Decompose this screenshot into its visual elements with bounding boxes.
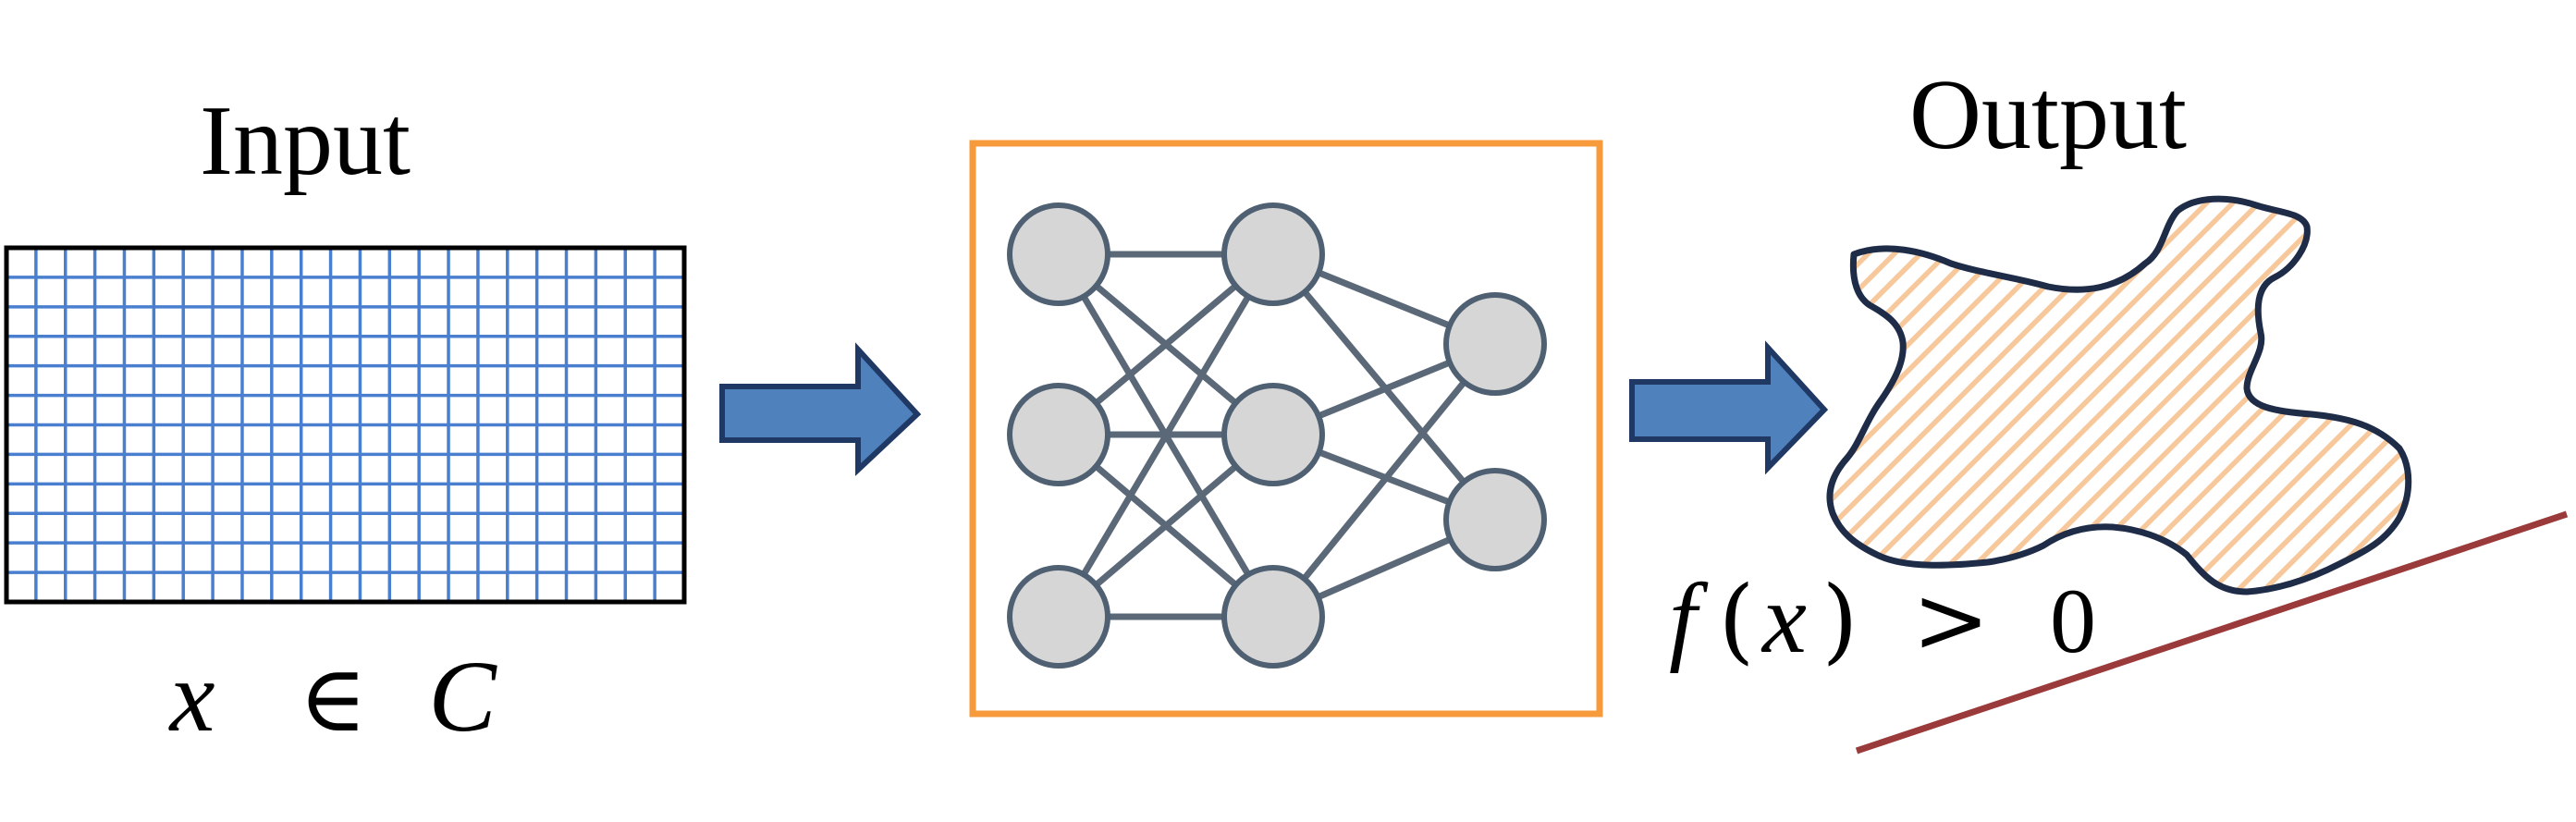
input-to-network-arrow: [719, 342, 922, 476]
network-to-output-arrow: [1629, 340, 1829, 475]
output-math-label: f ( x ) > 0: [1669, 564, 2096, 674]
input-grid-border: [4, 245, 687, 605]
set-c-label: C: [428, 640, 497, 753]
function-variable-x: x: [1760, 564, 1807, 674]
network-edge: [1055, 252, 1277, 619]
network-edge: [1270, 341, 1498, 620]
input-math-label: x ∈ C: [168, 640, 498, 753]
element-of-symbol: ∈: [299, 644, 367, 753]
network-node-layer2-1: [1221, 202, 1325, 306]
decision-boundary-line: [1855, 510, 2569, 755]
output-title: Output: [1909, 60, 2187, 170]
input-variable-x: x: [168, 640, 215, 753]
close-paren: ): [1822, 566, 1858, 674]
greater-than-symbol: >: [1912, 566, 1990, 674]
input-grid: [6, 248, 684, 602]
function-f-label: f: [1669, 564, 1709, 674]
network-node-layer2-3: [1221, 565, 1325, 669]
network-node-layer1-2: [1007, 383, 1110, 486]
input-title: Input: [200, 86, 411, 196]
network-node-layer3-2: [1443, 468, 1547, 571]
network-node-layer3-1: [1443, 292, 1547, 396]
open-paren: (: [1718, 566, 1754, 674]
output-region-blob: [1826, 195, 2412, 595]
network-node-layer1-1: [1007, 202, 1110, 306]
zero-value: 0: [2050, 570, 2096, 672]
network-node-layer2-2: [1221, 383, 1325, 486]
network-node-layer1-3: [1007, 565, 1110, 669]
network-nodes: [1007, 202, 1547, 669]
